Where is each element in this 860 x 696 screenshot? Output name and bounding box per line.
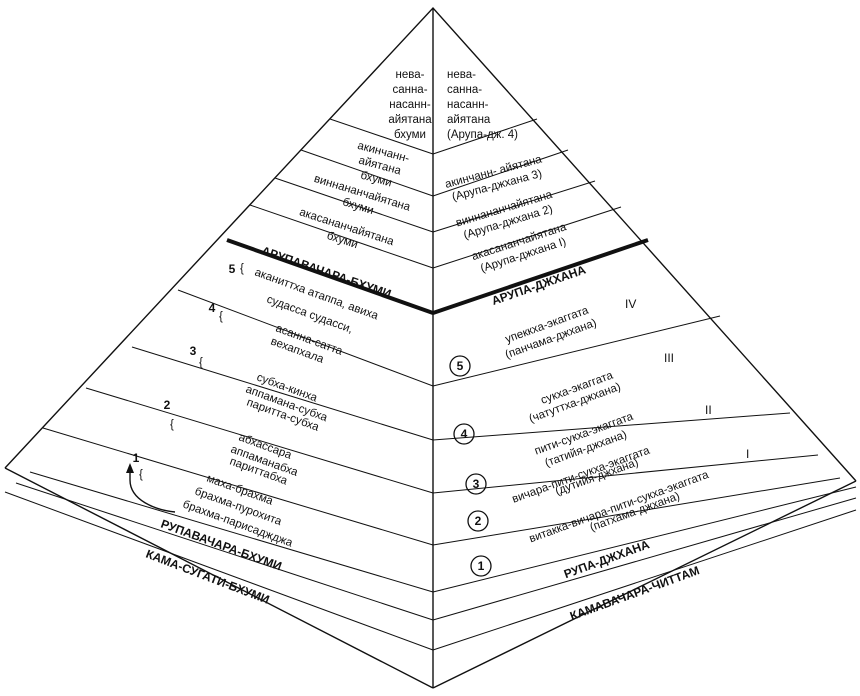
group-number: 3 xyxy=(190,344,197,358)
brace-icon: { xyxy=(240,263,244,275)
roman-numeral: I xyxy=(746,447,749,461)
brace-icon: { xyxy=(139,469,143,481)
circle-number-icon xyxy=(467,510,489,532)
circle-number: 3 xyxy=(473,477,480,491)
right-top-line: айятана xyxy=(447,114,491,126)
left-face-bands xyxy=(4,118,434,651)
arrow-path xyxy=(129,470,176,513)
roman-numeral: IV xyxy=(625,297,636,311)
right-top-label: нева- санна- насанн- айятана (Арупа-дж. … xyxy=(447,69,518,141)
left-band-akinchanna: акинчанн- айятана бхуми xyxy=(356,140,411,190)
right-top-line: санна- xyxy=(447,84,482,96)
brace-icon: { xyxy=(170,419,174,431)
group-number: 4 xyxy=(209,301,216,315)
right-top-line: нева- xyxy=(447,69,476,81)
circle-number-icon xyxy=(470,555,492,577)
circle-number-icon xyxy=(449,355,471,377)
roman-numeral: III xyxy=(664,351,674,365)
circle-number-icon xyxy=(453,423,475,445)
jhana-row-5: 5 упеккха-экаггата (панчама-джхана) IV xyxy=(449,297,636,377)
rupa-jhana-title: РУПА-ДЖХАНА xyxy=(562,537,652,581)
left-top-label: нева- санна- насанн- айятана бхуми xyxy=(388,69,432,141)
pyramid-outline xyxy=(4,6,857,689)
circle-number: 1 xyxy=(478,559,485,573)
group-number: 1 xyxy=(133,451,140,465)
right-face-bands xyxy=(432,118,857,651)
right-top-line: (Арупа-дж. 4) xyxy=(447,129,518,141)
circle-number-icon xyxy=(465,473,487,495)
circle-number: 4 xyxy=(461,427,468,441)
arupa-jhana-title: АРУПА-ДЖХАНА xyxy=(490,262,588,307)
group-number: 5 xyxy=(229,262,236,276)
roman-numeral: II xyxy=(705,403,712,417)
left-band-akasa: акасананчайятана бхуми xyxy=(298,206,396,251)
circle-number: 5 xyxy=(457,359,464,373)
left-top-line: санна- xyxy=(392,84,427,96)
brace-icon: { xyxy=(199,357,203,369)
brace-icon: { xyxy=(219,311,223,323)
arrow-head-icon xyxy=(126,463,134,473)
group-number: 2 xyxy=(164,398,171,412)
left-top-line: айятана xyxy=(388,114,432,126)
right-top-line: насанн- xyxy=(447,99,489,111)
left-top-line: бхуми xyxy=(394,129,426,141)
left-top-line: насанн- xyxy=(389,99,431,111)
circle-number: 2 xyxy=(475,514,482,528)
left-top-line: нева- xyxy=(396,69,425,81)
